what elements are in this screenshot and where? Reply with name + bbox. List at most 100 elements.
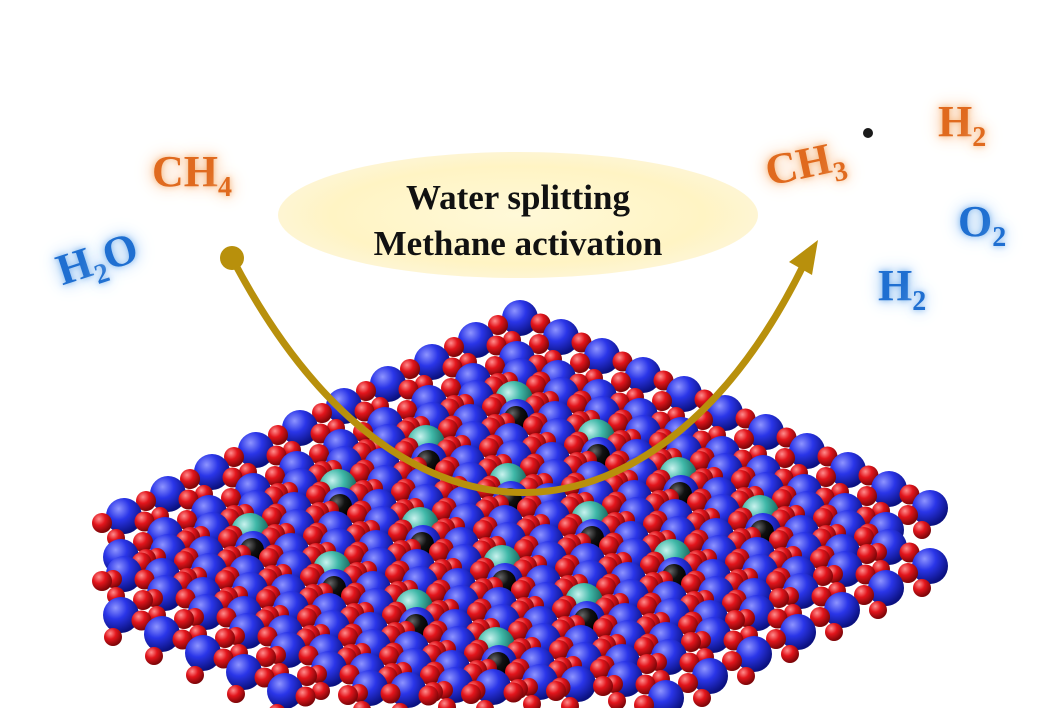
subsurface-atom-blue bbox=[780, 614, 816, 650]
oxygen-atom bbox=[728, 511, 748, 531]
oxygen-atom bbox=[766, 571, 786, 591]
oxygen-atom bbox=[857, 486, 877, 506]
oxygen-atom bbox=[810, 607, 830, 627]
oxygen-atom bbox=[380, 683, 401, 704]
oxygen-atom bbox=[637, 654, 657, 674]
oxygen-atom bbox=[353, 701, 371, 708]
oxygen-atom bbox=[338, 627, 358, 647]
oxygen-atom bbox=[857, 544, 877, 564]
subsurface-atom-blue bbox=[736, 636, 772, 672]
oxygen-atom bbox=[596, 577, 616, 597]
subsurface-atom-blue bbox=[692, 658, 728, 694]
oxygen-atom bbox=[511, 580, 531, 600]
surface-atom-blue bbox=[912, 490, 948, 526]
oxygen-atom bbox=[913, 521, 931, 539]
process-methane-activation: Methane activation bbox=[373, 224, 663, 263]
subsurface-atom-blue bbox=[144, 616, 180, 652]
oxygen-atom bbox=[813, 508, 833, 528]
oxygen-atom bbox=[341, 586, 361, 606]
oxygen-atom bbox=[643, 514, 663, 534]
oxygen-atom bbox=[227, 685, 245, 703]
oxygen-atom bbox=[869, 601, 887, 619]
oxygen-atom bbox=[420, 665, 440, 685]
surface-atom-blue bbox=[150, 476, 186, 512]
oxygen-atom bbox=[517, 498, 537, 518]
oxygen-atom bbox=[177, 510, 197, 530]
oxygen-atom bbox=[816, 467, 836, 487]
oxygen-atom bbox=[262, 507, 282, 527]
h2-product-bottom-label: H2 bbox=[878, 261, 927, 317]
oxygen-atom bbox=[429, 542, 449, 562]
oxygen-atom bbox=[347, 504, 367, 524]
oxygen-atom bbox=[640, 555, 660, 575]
oxygen-atom bbox=[810, 549, 830, 569]
oxygen-atom bbox=[555, 558, 575, 578]
oxygen-atom bbox=[634, 637, 654, 657]
oxygen-atom bbox=[476, 700, 494, 708]
oxygen-atom bbox=[344, 545, 364, 565]
surface-atom-blue bbox=[194, 454, 230, 490]
oxygen-atom bbox=[508, 621, 528, 641]
surface-atom-blue bbox=[830, 452, 866, 488]
oxygen-atom bbox=[549, 640, 569, 660]
oxygen-atom bbox=[379, 646, 399, 666]
oxygen-atom bbox=[186, 666, 204, 684]
surface-atom-blue bbox=[475, 669, 511, 705]
oxygen-atom bbox=[391, 703, 409, 708]
oxygen-atom bbox=[418, 685, 439, 706]
oxygen-atom bbox=[913, 579, 931, 597]
oxygen-atom bbox=[678, 615, 698, 635]
oxygen-atom bbox=[684, 533, 704, 553]
oxygen-atom bbox=[92, 513, 112, 533]
oxygen-atom bbox=[423, 624, 443, 644]
oxygen-atom bbox=[136, 491, 156, 511]
oxygen-atom bbox=[898, 505, 918, 525]
subsurface-atom-blue bbox=[912, 548, 948, 584]
oxygen-atom bbox=[180, 469, 200, 489]
oxygen-atom bbox=[725, 552, 745, 572]
surface-atom-blue bbox=[560, 666, 596, 702]
oxygen-atom bbox=[737, 667, 755, 685]
oxygen-atom bbox=[218, 529, 238, 549]
oxygen-atom bbox=[133, 532, 153, 552]
oxygen-atom bbox=[593, 676, 613, 696]
subsurface-atom-blue bbox=[226, 654, 262, 690]
oxygen-atom bbox=[215, 628, 235, 648]
oxygen-atom bbox=[608, 692, 626, 708]
oxygen-atom bbox=[338, 685, 358, 705]
process-water-splitting: Water splitting bbox=[406, 178, 630, 217]
oxygen-atom bbox=[546, 681, 566, 701]
oxygen-atom bbox=[634, 695, 654, 708]
oxygen-atom bbox=[505, 662, 525, 682]
oxygen-atom bbox=[174, 551, 194, 571]
oxygen-atom bbox=[295, 686, 316, 707]
oxygen-atom bbox=[464, 643, 484, 663]
oxygen-atom bbox=[269, 704, 285, 708]
oxygen-atom bbox=[104, 628, 122, 646]
h2-product-top-label: H2 bbox=[938, 97, 987, 153]
ch4-label: CH4 bbox=[152, 147, 232, 203]
oxygen-atom bbox=[382, 605, 402, 625]
oxygen-atom bbox=[681, 632, 701, 652]
oxygen-atom bbox=[470, 561, 490, 581]
oxygen-atom bbox=[92, 571, 112, 591]
process-label-background: Water splitting Methane activation bbox=[278, 152, 758, 278]
oxygen-atom bbox=[769, 530, 789, 550]
subsurface-atom-blue bbox=[824, 592, 860, 628]
oxygen-atom bbox=[687, 492, 707, 512]
subsurface-atom-blue bbox=[868, 570, 904, 606]
oxygen-atom bbox=[133, 590, 153, 610]
oxygen-atom bbox=[259, 548, 279, 568]
oxygen-atom bbox=[825, 623, 843, 641]
oxygen-atom bbox=[388, 523, 408, 543]
oxygen-atom bbox=[725, 610, 745, 630]
oxygen-atom bbox=[215, 570, 235, 590]
surface-atom-blue bbox=[871, 471, 907, 507]
oxygen-atom bbox=[300, 567, 320, 587]
subsurface-atom-blue bbox=[103, 597, 139, 633]
oxygen-atom bbox=[174, 609, 194, 629]
radical-dot-icon bbox=[863, 128, 873, 138]
oxygen-atom bbox=[693, 689, 711, 707]
surface-atom-blue bbox=[390, 672, 426, 708]
